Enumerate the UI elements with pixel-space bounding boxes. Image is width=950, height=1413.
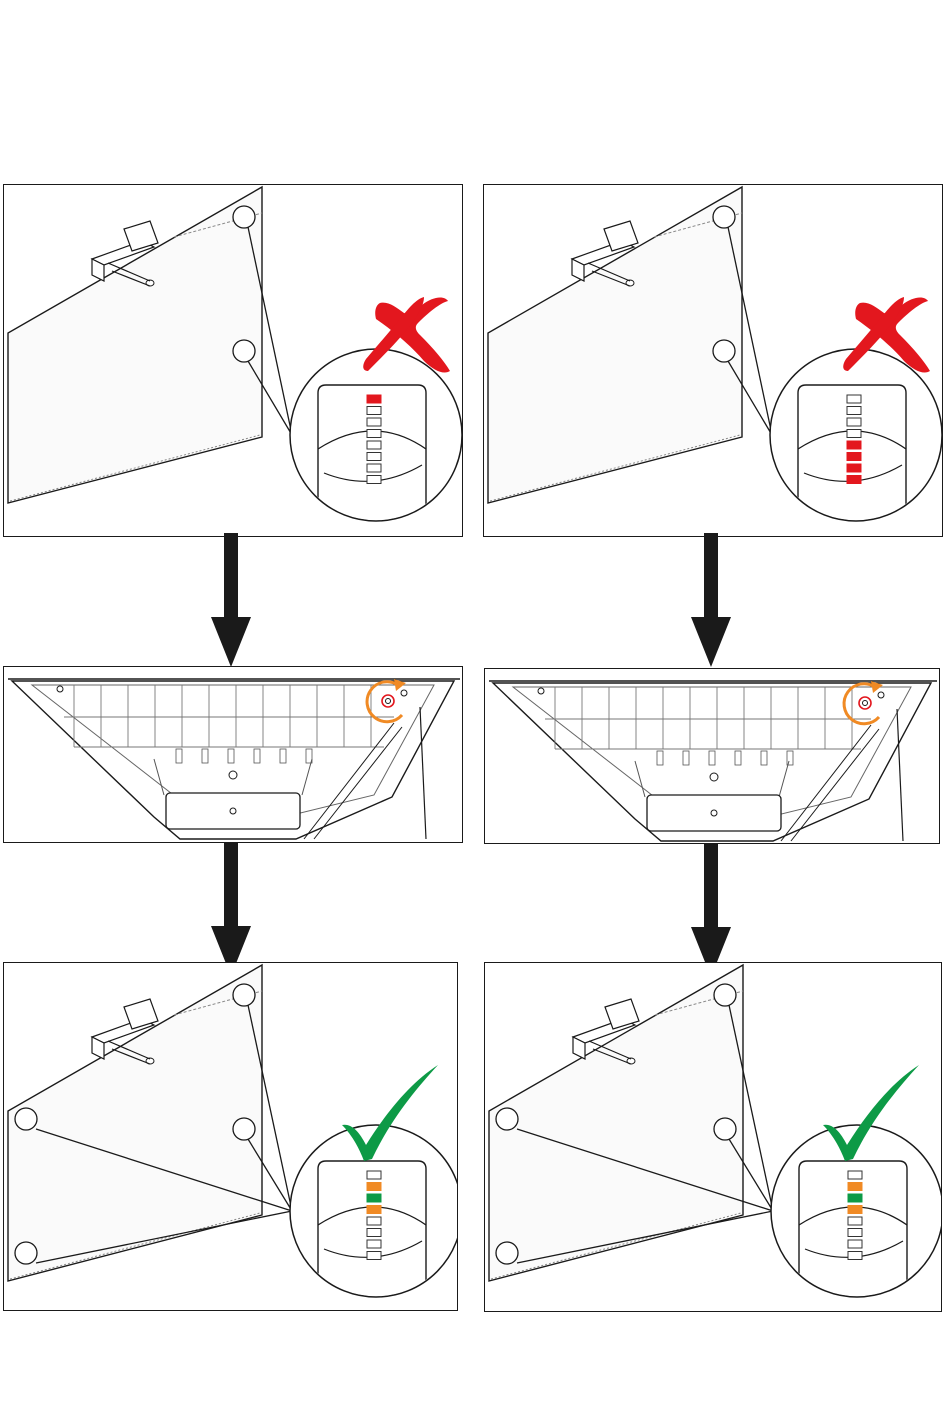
callout-circle-3 [15,1108,37,1130]
led-indicator-4 [367,430,381,438]
housing-screw-right [878,692,884,698]
grid-slot [228,749,234,763]
led-indicator-2 [367,407,381,415]
housing-screw-right [401,690,407,696]
down-arrow-left-1 [211,533,251,672]
housing-underside-left [4,667,463,843]
magnifier-content [318,1161,426,1297]
magnifier-detail [770,349,942,521]
led-indicator-7 [847,464,861,472]
wall-scene [489,965,942,1297]
housing-screw-center [229,771,237,779]
panel-right-adjust [484,668,940,844]
led-indicator-3 [367,418,381,426]
arrow-down-icon [211,842,251,977]
callout-circle-2 [233,1118,255,1140]
arrow-down-icon [691,843,731,978]
magnifier-detail [290,349,462,521]
callout-circle-2 [233,340,255,362]
grid-slot [787,751,793,765]
led-indicator-1 [847,395,861,403]
housing-screw-bottom [711,810,717,816]
magnifier-content [799,1161,907,1297]
led-indicator-3 [847,418,861,426]
wall-sensor-view-left-after [4,963,458,1311]
panel-left-before [3,184,463,537]
grid-slot [683,751,689,765]
housing-scene [8,679,460,839]
wall-sensor-view-right-after [485,963,942,1312]
housing-underside-right [485,669,940,844]
callout-circle-1 [233,206,255,228]
wall-sensor-view-left-before [4,185,463,537]
grid-slot [280,749,286,763]
led-indicator-7 [848,1240,862,1248]
grid-slot [709,751,715,765]
grid-slot [657,751,663,765]
led-indicator-4 [847,430,861,438]
led-indicator-5 [848,1217,862,1225]
panel-left-after [3,962,458,1311]
panel-right-before [483,184,943,537]
wall-scene [8,965,458,1297]
led-indicator-3 [367,1194,381,1202]
housing-screw-bottom [230,808,236,814]
led-indicator-2 [848,1183,862,1191]
led-indicator-3 [848,1194,862,1202]
callout-circle-4 [496,1242,518,1264]
led-indicator-7 [367,464,381,472]
led-indicator-1 [367,395,381,403]
adjustment-screw-center [386,699,391,704]
led-indicator-8 [367,476,381,484]
led-indicator-5 [367,1217,381,1225]
led-indicator-6 [367,1229,381,1237]
led-indicator-2 [367,1183,381,1191]
callout-circle-3 [496,1108,518,1130]
panel-right-after [484,962,942,1312]
led-indicator-6 [848,1229,862,1237]
housing-screw-left [57,686,63,692]
callout-circle-2 [713,340,735,362]
led-indicator-7 [367,1240,381,1248]
led-indicator-4 [848,1206,862,1214]
wall-sensor-view-right-before [484,185,943,537]
grid-slot [254,749,260,763]
led-indicator-5 [847,441,861,449]
led-indicator-8 [367,1252,381,1260]
arrow-down-icon [691,533,731,668]
callout-circle-1 [714,984,736,1006]
down-arrow-left-2 [211,842,251,981]
led-indicator-2 [847,407,861,415]
grid-slot [202,749,208,763]
callout-circle-2 [714,1118,736,1140]
wall-scene [488,187,942,521]
led-indicator-4 [367,1206,381,1214]
housing-screw-center [710,773,718,781]
led-indicator-6 [847,453,861,461]
housing-scene [489,681,937,841]
arrow-down-icon [211,533,251,668]
grid-slot [176,749,182,763]
led-indicator-5 [367,441,381,449]
callout-circle-1 [713,206,735,228]
magnifier-content [798,385,906,521]
magnifier-content [318,385,426,521]
callout-circle-1 [233,984,255,1006]
adjustment-screw-center [863,701,868,706]
led-indicator-1 [367,1171,381,1179]
led-indicator-1 [848,1171,862,1179]
led-indicator-6 [367,453,381,461]
grid-slot [761,751,767,765]
wall-scene [8,187,462,521]
led-indicator-8 [847,476,861,484]
housing-screw-left [538,688,544,694]
down-arrow-right-1 [691,533,731,672]
panel-left-adjust [3,666,463,843]
callout-circle-4 [15,1242,37,1264]
grid-slot [735,751,741,765]
led-indicator-8 [848,1252,862,1260]
